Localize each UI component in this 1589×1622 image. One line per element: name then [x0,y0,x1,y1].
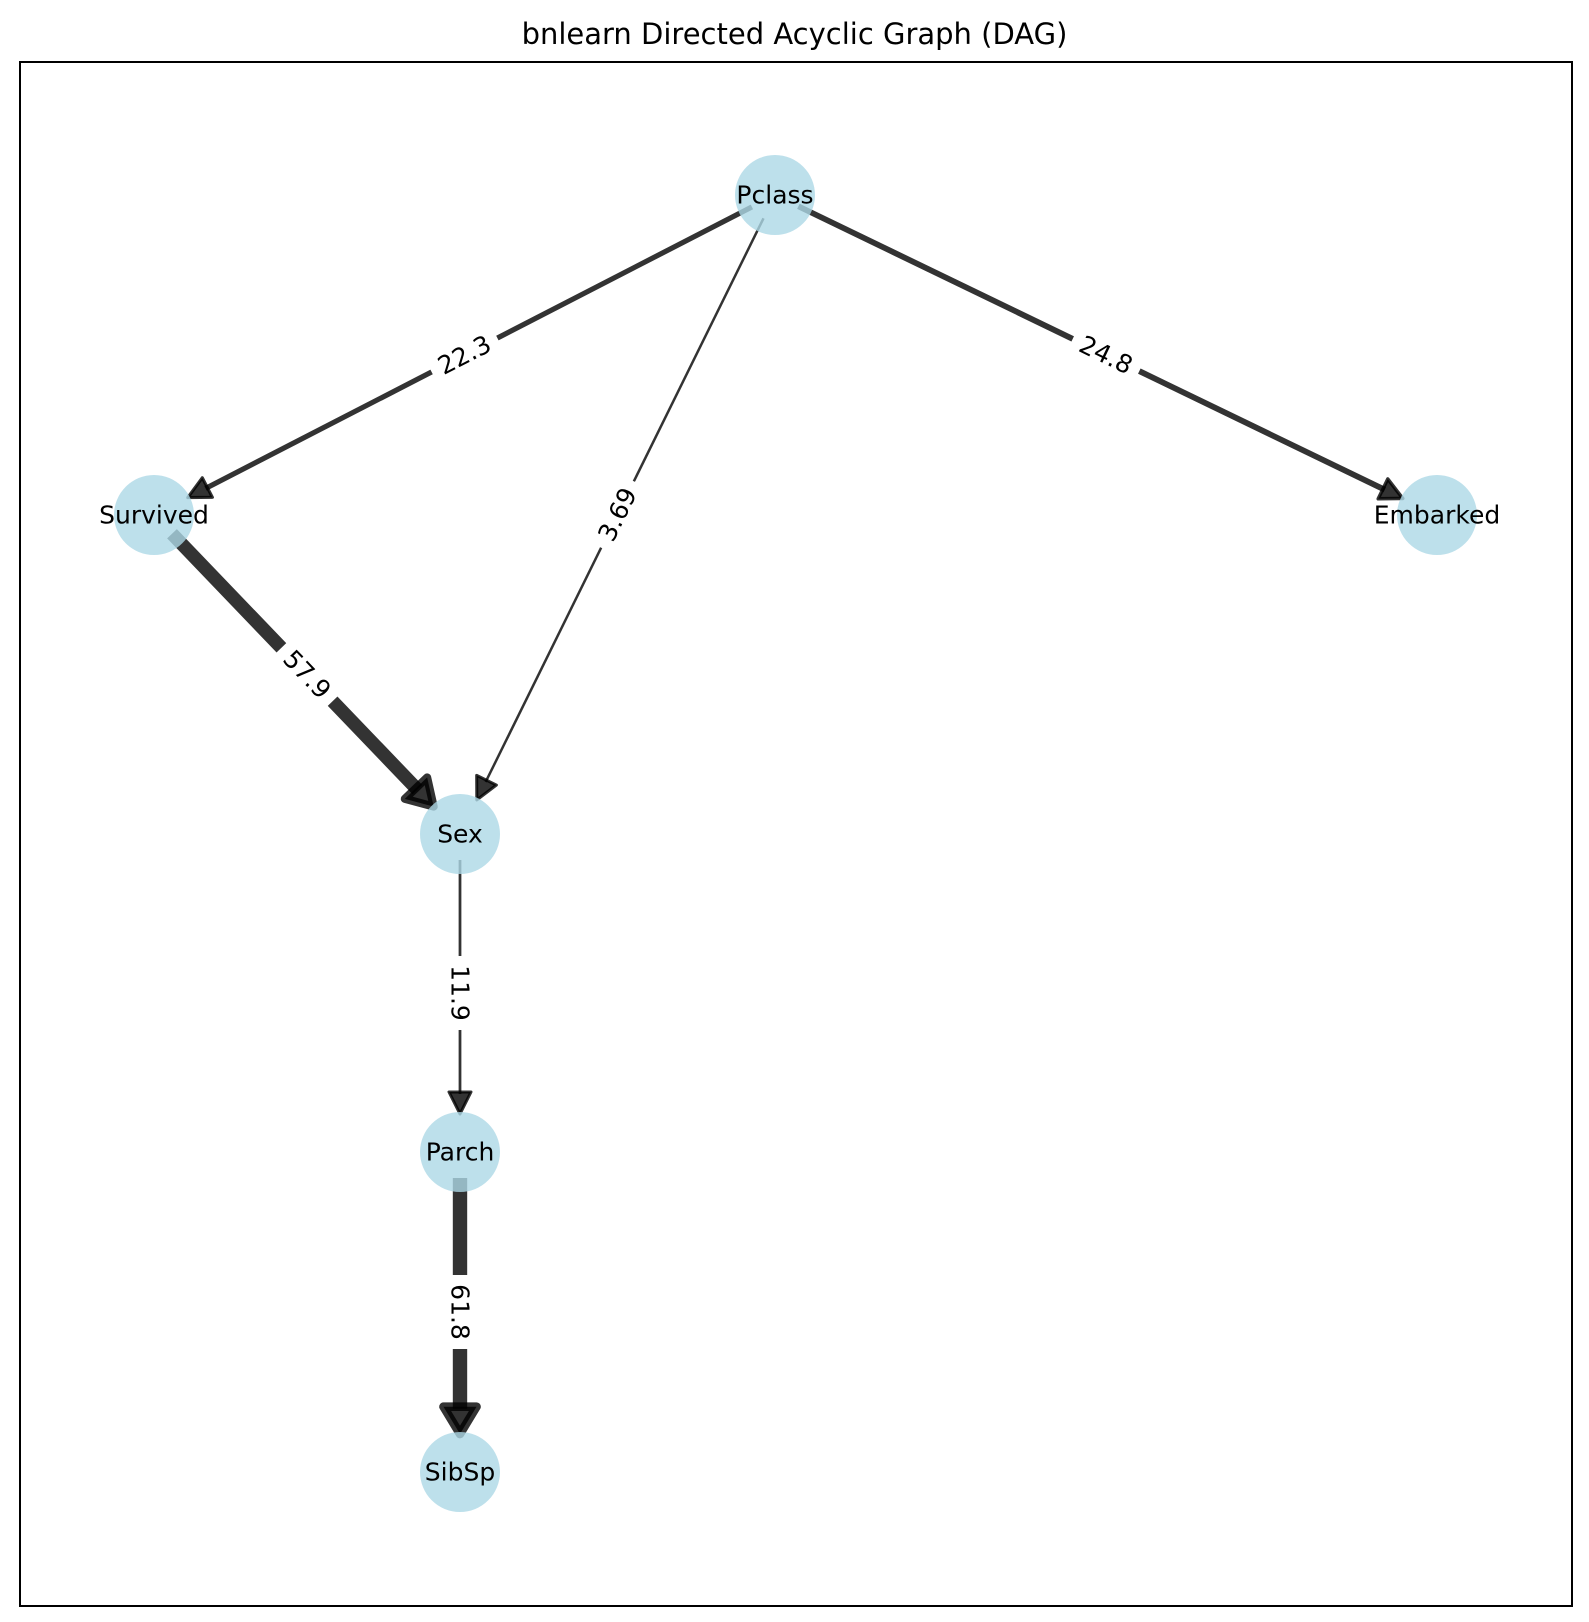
edge-weight-sex-parch: 11.9 [443,956,477,1030]
arrow-head [439,1402,481,1439]
node-circle [420,794,500,874]
edge-weight-background [423,322,506,388]
node-circle [1397,475,1477,555]
node-embarked: Embarked [1374,475,1500,555]
node-label: Parch [426,1138,495,1167]
node-pclass: Pclass [735,155,815,235]
edge-weight-background [585,473,650,556]
node-survived: Survived [99,475,209,555]
edge-weight-parch-sibsp: 61.8 [443,1275,477,1349]
arrow-head [400,773,438,811]
plot-frame [19,61,1573,1607]
edge-weight-text: 61.8 [446,1284,475,1340]
arrow-head [475,773,498,802]
node-label: Pclass [736,181,813,210]
node-label: SibSp [425,1458,495,1487]
edge-weight-pclass-survived: 22.3 [423,322,506,388]
edge-weight-pclass-sex: 3.69 [585,473,650,556]
node-circle [420,1112,500,1192]
arrow-head [447,1090,473,1116]
diagram-title: bnlearn Directed Acyclic Graph (DAG) [521,17,1068,51]
node-label: Sex [437,820,483,849]
arrow-head [1376,477,1405,501]
node-parch: Parch [420,1112,500,1192]
node-circle [114,475,194,555]
node-label: Embarked [1374,501,1500,530]
node-sex: Sex [420,794,500,874]
edge-weight-pclass-embarked: 24.8 [1065,323,1147,387]
edges-layer [167,203,1405,1439]
edge-weight-text: 11.9 [446,965,475,1021]
edge-weight-background [443,956,477,1030]
edge-weight-background [269,636,345,713]
node-circle [420,1432,500,1512]
node-label: Survived [99,501,209,530]
node-circle [735,155,815,235]
edge-weight-background [443,1275,477,1349]
arrow-head [186,476,214,500]
edge-weight-background [1065,323,1147,387]
node-sibsp: SibSp [420,1432,500,1512]
